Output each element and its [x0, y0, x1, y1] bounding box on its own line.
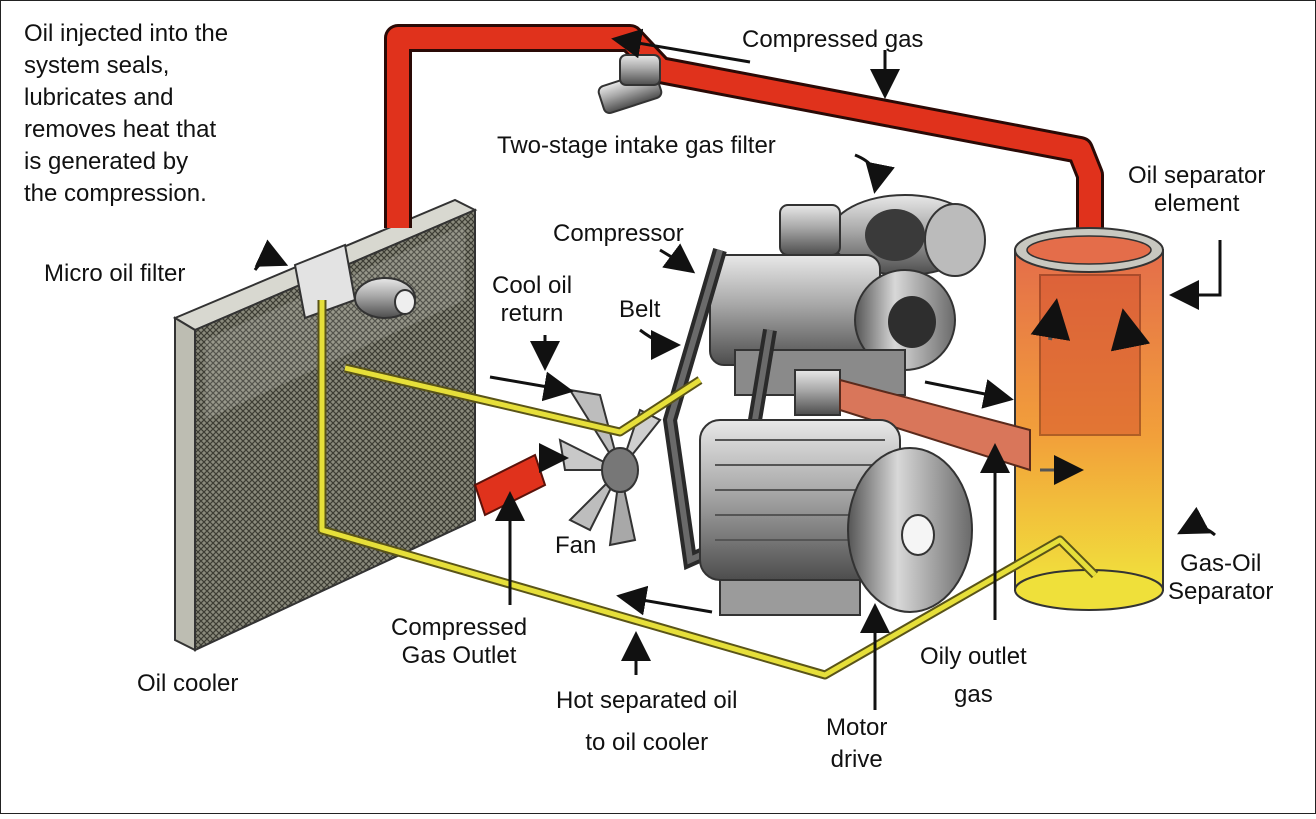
gas-oil-separator: [1014, 227, 1164, 611]
check-valve: [597, 54, 663, 115]
oil-lines: [317, 300, 1099, 680]
micro-oil-filter: [293, 243, 416, 320]
label-cool-oil-return: Cool oil return: [492, 272, 573, 327]
compressor-unit: [709, 254, 956, 416]
label-micro-oil-filter: Micro oil filter: [44, 260, 186, 287]
label-oil-separator-element: Oil separator element: [1128, 162, 1266, 217]
label-motor-drive: Motor drive: [826, 714, 888, 773]
motor-drive: [699, 419, 973, 616]
label-gas-oil-separator: Gas-Oil Separator: [1168, 550, 1274, 605]
label-intake-gas-filter: Two-stage intake gas filter: [497, 132, 776, 159]
flow-arrows: [253, 28, 1222, 710]
label-oily-outlet-gas: Oily outlet gas: [920, 643, 1027, 708]
label-compressor: Compressor: [553, 220, 684, 247]
label-compressed-gas-outlet: Compressed Gas Outlet: [391, 614, 528, 669]
label-belt: Belt: [619, 296, 661, 323]
label-fan: Fan: [555, 532, 597, 559]
label-compressed-gas: Compressed gas: [742, 26, 924, 53]
label-oil-cooler: Oil cooler: [137, 670, 239, 697]
label-hot-separated-oil: Hot separated oil to oil cooler: [556, 687, 738, 756]
cooling-fan: [558, 388, 662, 547]
intro-text: Oil injected into the system seals, lubr…: [24, 20, 229, 207]
compressed-gas-outlet-pipe: [473, 453, 547, 517]
